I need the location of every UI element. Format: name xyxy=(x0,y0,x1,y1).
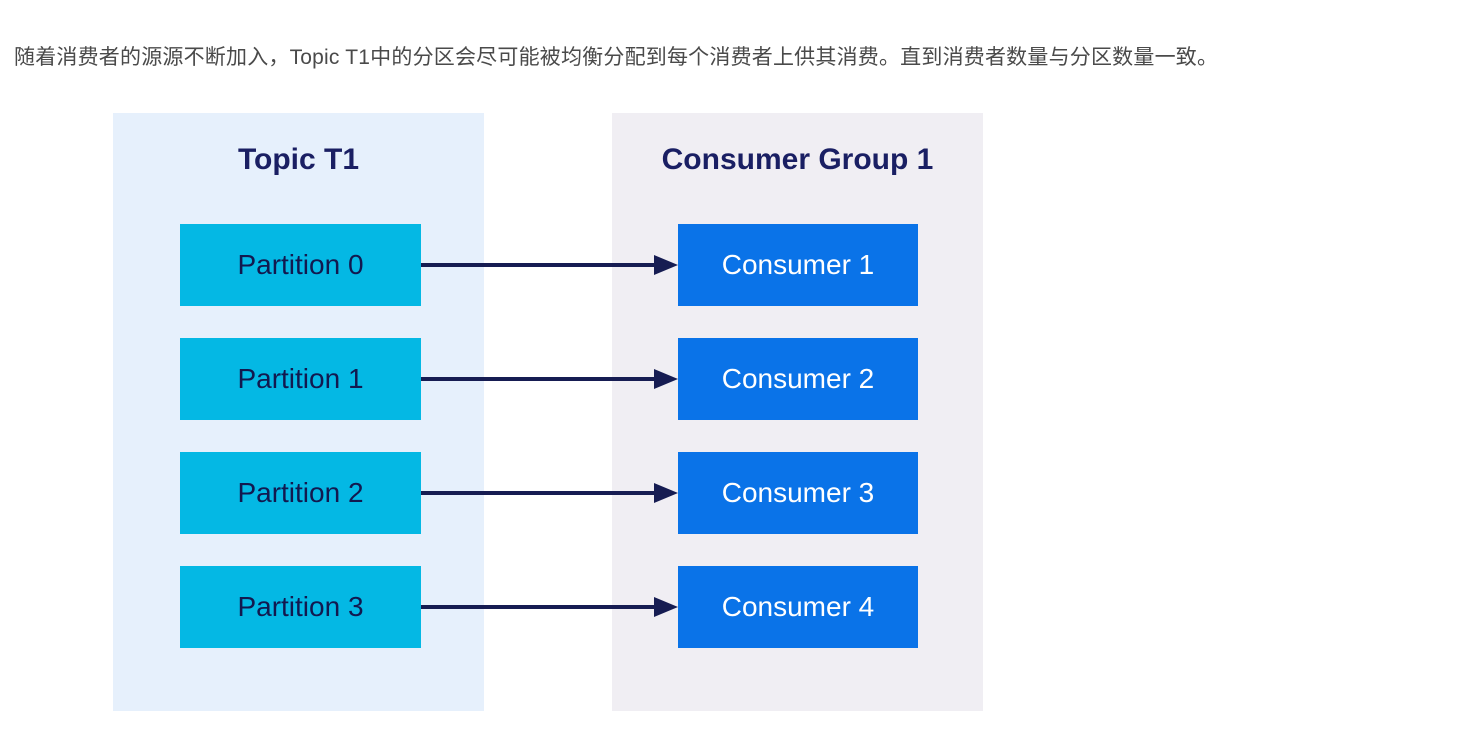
arrow-partition0-consumer1 xyxy=(421,255,678,275)
arrow-line xyxy=(421,377,658,381)
consumer-group-panel: Consumer Group 1 Consumer 1 Consumer 2 C… xyxy=(612,113,983,711)
partition-label: Partition 0 xyxy=(237,249,364,280)
arrow-line xyxy=(421,605,658,609)
topic-panel: Topic T1 Partition 0 Partition 1 Partiti… xyxy=(113,113,484,711)
arrow-partition1-consumer2 xyxy=(421,369,678,389)
arrow-line xyxy=(421,491,658,495)
partition-label: Partition 3 xyxy=(237,591,364,622)
partition-box-0: Partition 0 xyxy=(180,224,421,306)
partition-box-3: Partition 3 xyxy=(180,566,421,648)
arrowhead-icon xyxy=(654,255,678,275)
partition-box-1: Partition 1 xyxy=(180,338,421,420)
consumer-label: Consumer 2 xyxy=(721,363,875,394)
arrow-line xyxy=(421,263,658,267)
consumer-box-0: Consumer 1 xyxy=(678,224,918,306)
intro-text: 随着消费者的源源不断加入，Topic T1中的分区会尽可能被均衡分配到每个消费者… xyxy=(14,46,1219,69)
consumer-label: Consumer 1 xyxy=(721,249,875,280)
arrow-partition2-consumer3 xyxy=(421,483,678,503)
arrowhead-icon xyxy=(654,369,678,389)
arrowhead-icon xyxy=(654,597,678,617)
consumer-group-panel-title: Consumer Group 1 xyxy=(661,143,934,176)
partition-label: Partition 1 xyxy=(237,363,364,394)
partition-label: Partition 2 xyxy=(237,477,364,508)
partition-box-2: Partition 2 xyxy=(180,452,421,534)
consumer-box-3: Consumer 4 xyxy=(678,566,918,648)
consumer-label: Consumer 3 xyxy=(721,477,875,508)
consumer-label: Consumer 4 xyxy=(721,591,875,622)
arrowhead-icon xyxy=(654,483,678,503)
consumer-box-1: Consumer 2 xyxy=(678,338,918,420)
consumer-box-2: Consumer 3 xyxy=(678,452,918,534)
arrow-partition3-consumer4 xyxy=(421,597,678,617)
topic-panel-title: Topic T1 xyxy=(237,143,360,176)
